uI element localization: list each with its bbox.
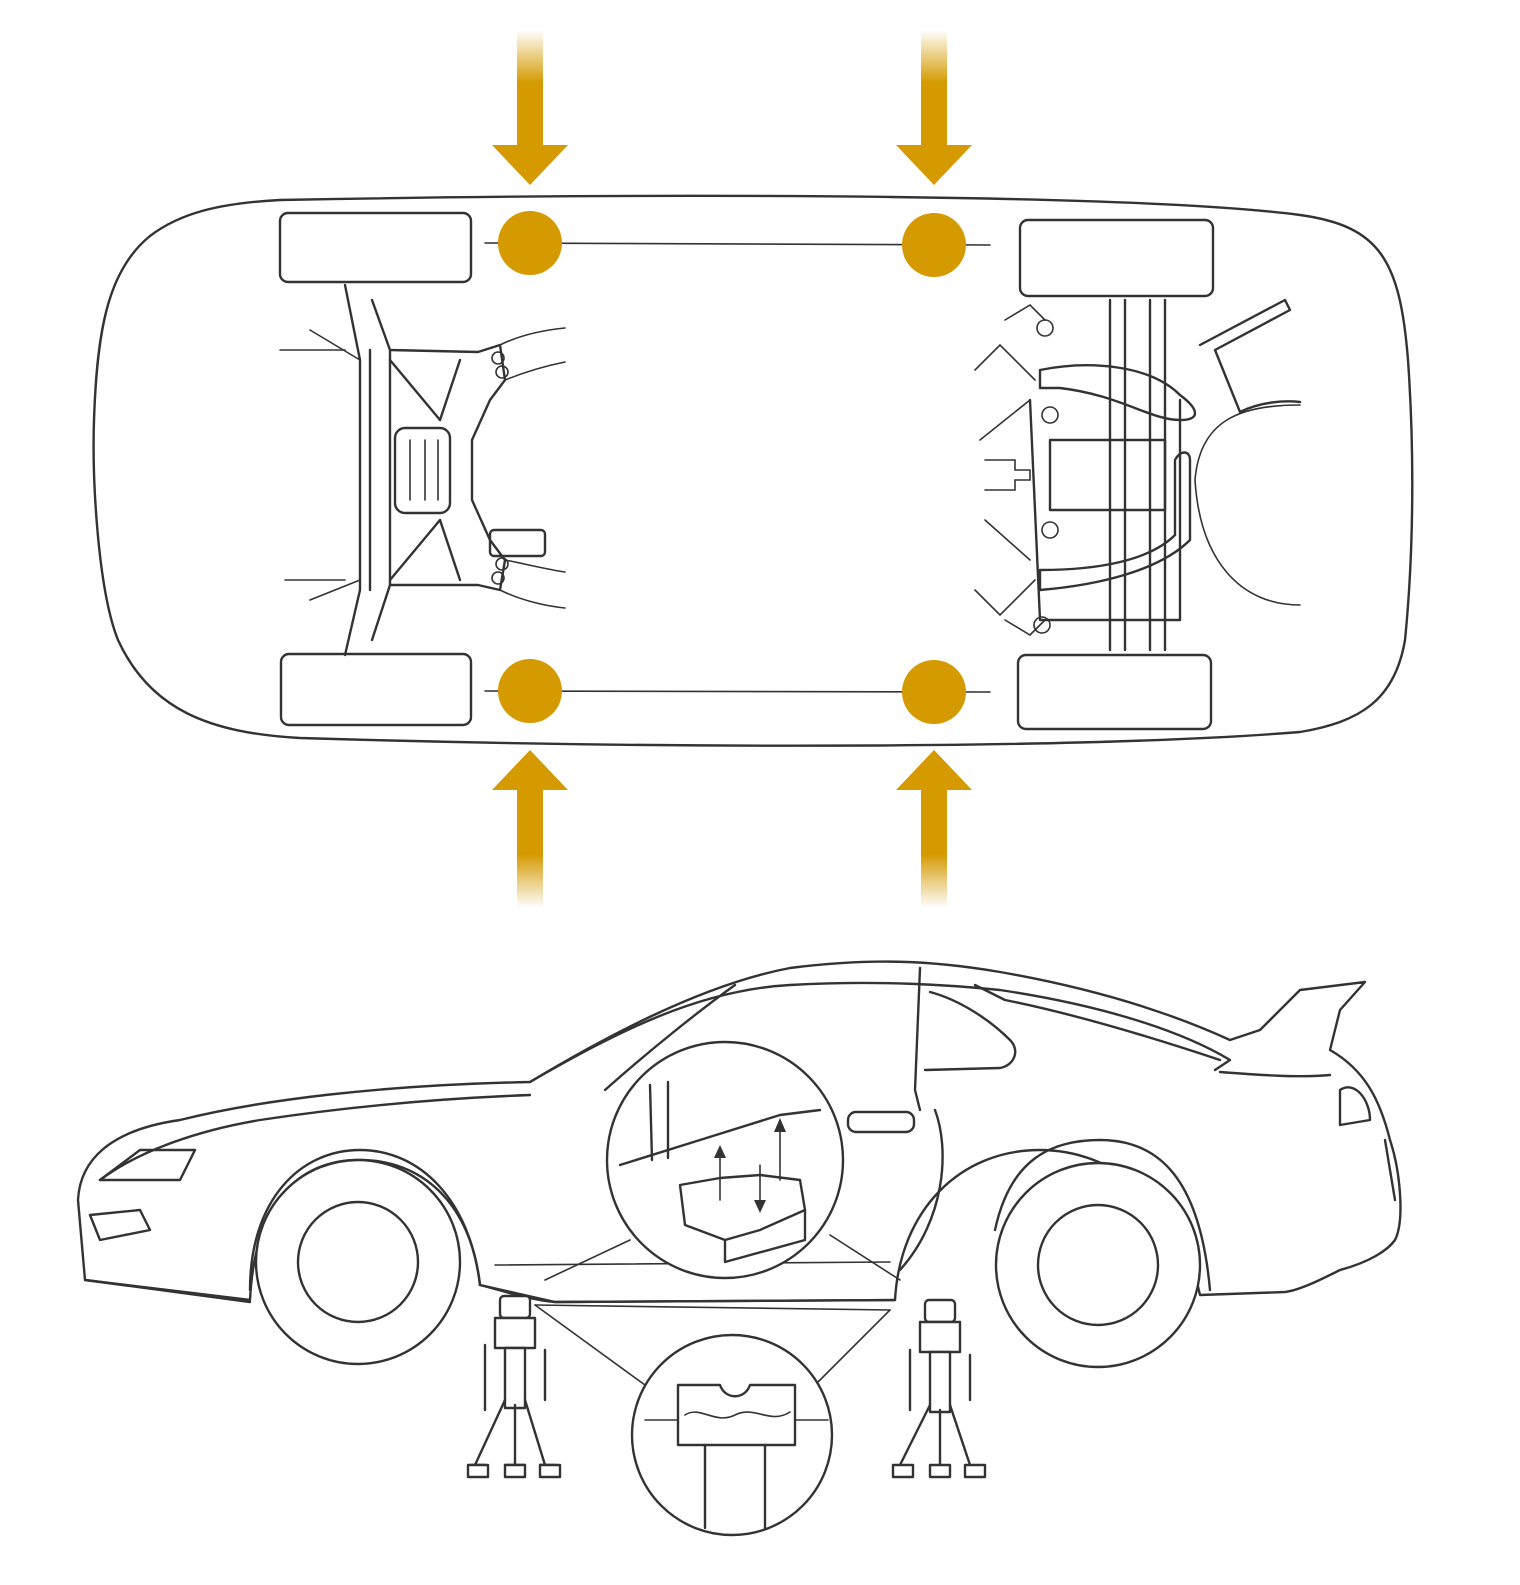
lift-point-marker-front-left bbox=[498, 211, 562, 275]
rear-wheel bbox=[994, 1161, 1202, 1369]
detail-lift-point-rocker bbox=[544, 1040, 901, 1281]
front-wheel bbox=[254, 1158, 462, 1366]
car-body-outline bbox=[92, 194, 1414, 747]
rear-suspension bbox=[974, 298, 1302, 652]
wheel-rear-left bbox=[1018, 218, 1215, 298]
lift-points bbox=[498, 211, 966, 724]
arrow-icon-front-left-down bbox=[492, 30, 568, 185]
arrow-icon-front-right-up bbox=[492, 750, 568, 908]
arrow-icon-rear-right-up bbox=[896, 750, 972, 908]
jack-stand-icon-rear bbox=[891, 1298, 987, 1479]
arrow-icon-rear-left-down bbox=[896, 30, 972, 185]
lift-point-marker-front-right bbox=[498, 659, 562, 723]
jack-stand-icon-front bbox=[466, 1294, 562, 1479]
lift-point-marker-rear-right bbox=[902, 660, 966, 724]
car-side-view bbox=[76, 960, 1402, 1369]
detail-jack-stand-contact bbox=[534, 1304, 891, 1537]
wheel-rear-right bbox=[1016, 653, 1213, 731]
wheel-front-right bbox=[279, 652, 473, 727]
wheel-front-left bbox=[278, 211, 473, 284]
underbody-top-view bbox=[92, 30, 1414, 908]
arrows bbox=[492, 30, 972, 908]
front-suspension bbox=[279, 283, 566, 657]
lift-point-marker-rear-left bbox=[902, 213, 966, 277]
